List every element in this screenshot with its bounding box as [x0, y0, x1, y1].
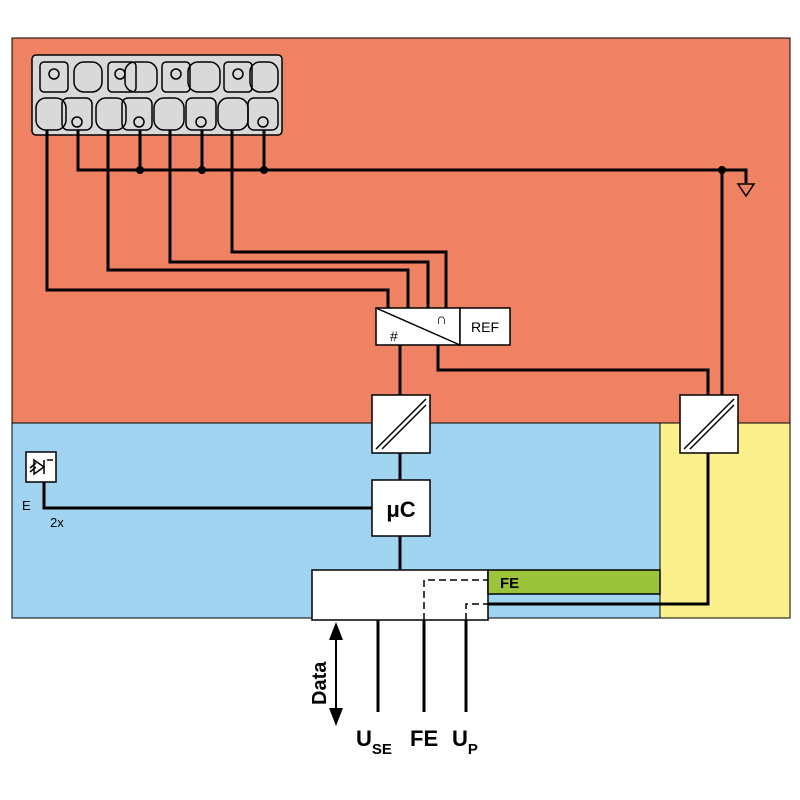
isolator-power — [679, 394, 739, 454]
ground-symbol-icon — [736, 183, 756, 198]
bus-terminals: Data — [309, 620, 468, 726]
isolator-signal — [371, 394, 431, 454]
adc-analog-label: ∩ — [436, 311, 447, 328]
led-indicator: E 2x — [22, 451, 372, 530]
up-label: UP — [452, 726, 478, 758]
fe-bar: FE — [487, 569, 661, 595]
ground-bus — [76, 130, 756, 395]
led-label: E — [22, 498, 31, 513]
adc-block: # ∩ — [375, 307, 461, 346]
ref-block: REF — [459, 307, 511, 346]
led-count-label: 2x — [50, 515, 64, 530]
led-diode-icon — [29, 458, 53, 476]
terminal-block — [31, 54, 283, 136]
fe-bar-label: FE — [500, 575, 519, 592]
data-label: Data — [309, 661, 331, 705]
adc-hash-label: # — [390, 328, 398, 344]
microcontroller-block: μC — [371, 479, 431, 537]
ref-label: REF — [471, 319, 499, 335]
use-label: USE — [356, 726, 392, 758]
fe-terminal-label: FE — [410, 726, 438, 751]
bus-connector — [311, 569, 489, 621]
terminal-labels: USE FE UP — [356, 726, 478, 758]
input-wires — [45, 130, 448, 308]
uc-label: μC — [386, 497, 415, 522]
